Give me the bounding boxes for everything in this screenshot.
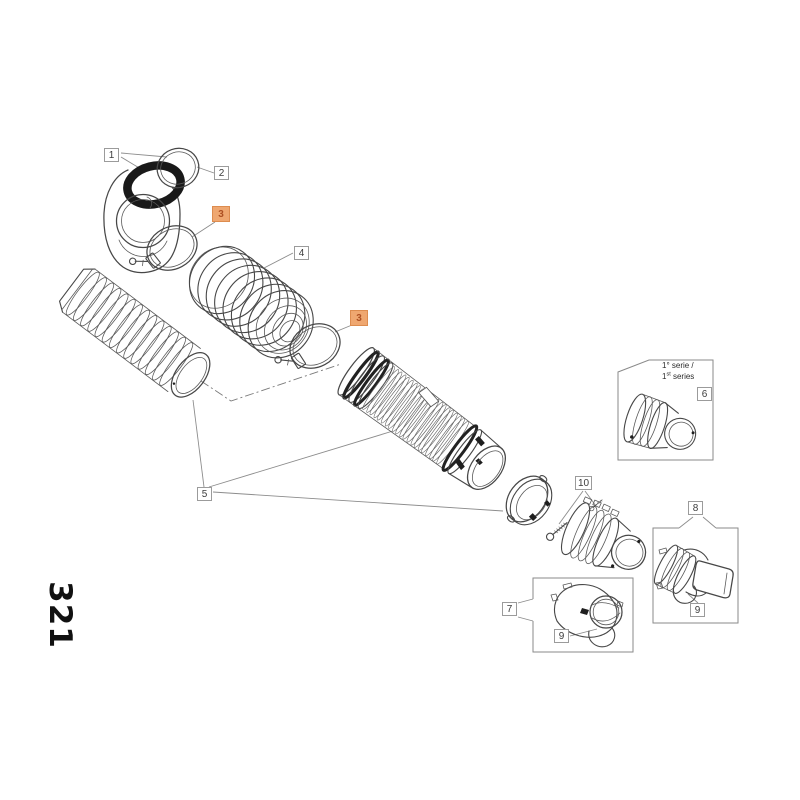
flat-nozzle-inset-box bbox=[652, 516, 739, 624]
bellows-tube-part bbox=[188, 245, 314, 359]
callout-9-flat-nozzle: 9 bbox=[690, 603, 705, 617]
callout-8: 8 bbox=[688, 501, 703, 515]
callout-3-highlight-upper: 3 bbox=[212, 206, 230, 222]
callout-3-highlight-lower: 3 bbox=[350, 310, 368, 326]
callout-7: 7 bbox=[502, 602, 517, 616]
curved-nozzle-part bbox=[550, 582, 624, 648]
series-note-line2: 1st series bbox=[662, 371, 695, 381]
screw-icon bbox=[589, 499, 603, 512]
centerline bbox=[200, 363, 342, 402]
callout-10: 10 bbox=[575, 476, 593, 490]
blower-flex-tube-part bbox=[337, 347, 506, 490]
hose-clamp-upper-part bbox=[128, 225, 198, 271]
left-flex-tube-part bbox=[59, 268, 211, 398]
callout-4: 4 bbox=[294, 246, 309, 260]
screw-icon bbox=[545, 522, 568, 541]
series-inset-box bbox=[617, 359, 714, 461]
bayonet-ring-part bbox=[505, 475, 553, 526]
series-note-line1: 1° serie / bbox=[662, 361, 694, 370]
coupler-with-screws-part bbox=[545, 496, 647, 570]
leader-lines bbox=[120, 152, 699, 637]
callout-2: 2 bbox=[214, 166, 229, 180]
hose-clamp-lower-part bbox=[274, 323, 341, 369]
callout-6: 6 bbox=[697, 387, 712, 401]
callout-9-curved-nozzle: 9 bbox=[554, 629, 569, 643]
curved-nozzle-inset-box bbox=[517, 577, 634, 653]
callout-1: 1 bbox=[104, 148, 119, 162]
o-ring-part bbox=[156, 147, 200, 189]
flat-nozzle-part bbox=[653, 544, 734, 604]
tube-label-sticker bbox=[418, 386, 440, 408]
elbow-tube-part bbox=[103, 161, 185, 274]
callout-5: 5 bbox=[197, 487, 212, 501]
series-note: 1° serie / 1st series bbox=[662, 361, 708, 381]
coupler-first-series-part bbox=[623, 393, 697, 450]
page-number: 321 bbox=[42, 581, 78, 649]
